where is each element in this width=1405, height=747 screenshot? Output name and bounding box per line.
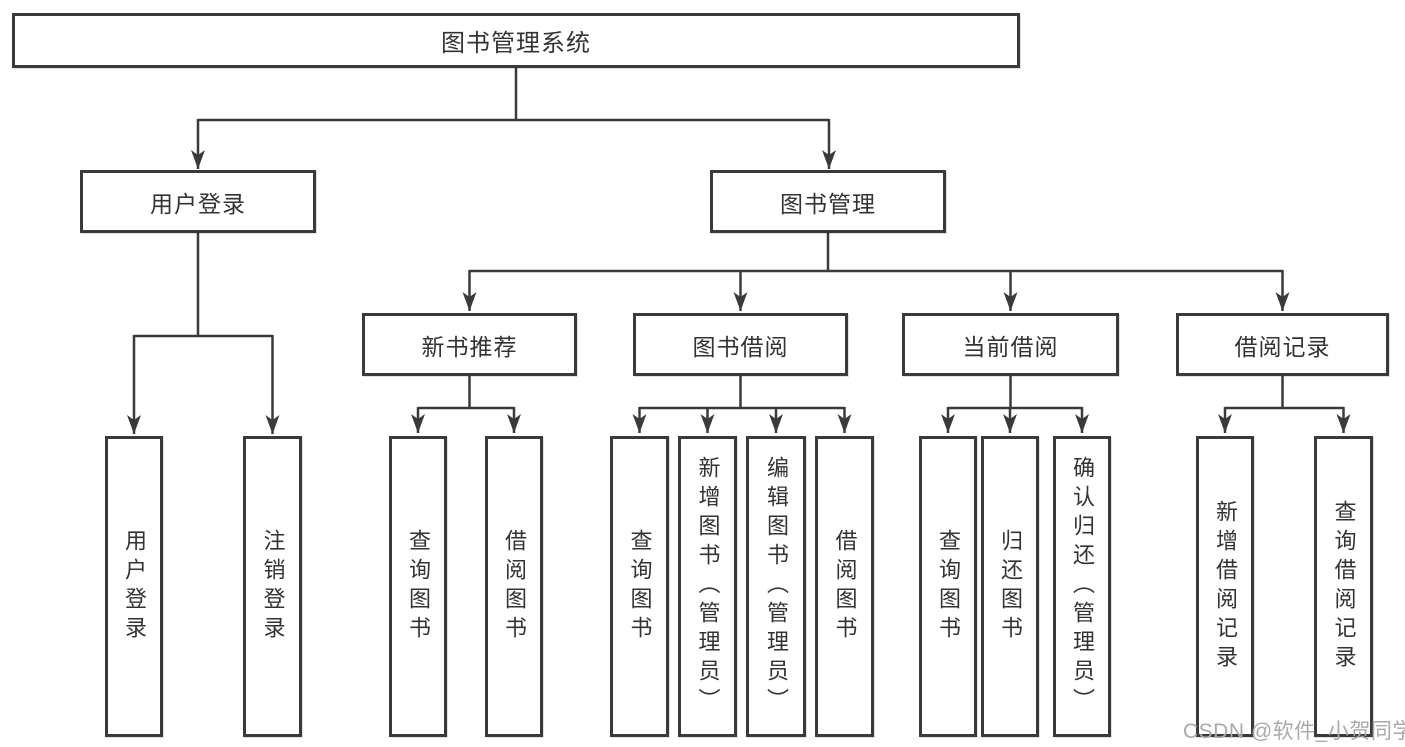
node-book-management: 图书管理 <box>710 170 946 233</box>
node-user-login: 用户登录 <box>80 170 316 233</box>
leaf-bb-add-books-admin: 新增图书（管理员） <box>678 436 737 737</box>
leaf-br-query-record: 查询借阅记录 <box>1314 436 1373 737</box>
connector-book-borrow-elbow <box>639 376 845 410</box>
leaf-bb-query-books: 查询图书 <box>610 436 669 737</box>
connector-root-elbow <box>198 68 829 122</box>
connector-book-mgmt-elbow <box>469 233 1283 273</box>
leaf-user-login: 用户登录 <box>105 436 163 737</box>
leaf-cb-query-books: 查询图书 <box>919 436 977 737</box>
leaf-nb-borrow-books: 借阅图书 <box>485 436 543 737</box>
leaf-br-add-record: 新增借阅记录 <box>1196 436 1254 737</box>
node-new-book-recommend: 新书推荐 <box>362 313 577 376</box>
leaf-nb-query-books: 查询图书 <box>389 436 447 737</box>
node-current-borrow: 当前借阅 <box>902 313 1119 376</box>
leaf-logout: 注销登录 <box>243 436 302 737</box>
leaf-bb-borrow-books: 借阅图书 <box>815 436 874 737</box>
watermark: CSDN @软件_小贺同学 <box>1183 720 1405 743</box>
leaf-cb-confirm-return-admin: 确认归还（管理员） <box>1053 436 1111 737</box>
connector-borrow-records-elbow <box>1225 376 1344 410</box>
leaf-bb-edit-books-admin: 编辑图书（管理员） <box>746 436 806 737</box>
connector-new-books-elbow <box>418 376 514 410</box>
node-root-system: 图书管理系统 <box>12 13 1020 68</box>
connector-current-borrow-elbow <box>948 376 1082 410</box>
leaf-cb-return-books: 归还图书 <box>981 436 1039 737</box>
connector-user-login-elbow <box>134 233 273 338</box>
node-borrow-records: 借阅记录 <box>1176 313 1389 376</box>
node-book-borrow: 图书借阅 <box>633 313 848 376</box>
